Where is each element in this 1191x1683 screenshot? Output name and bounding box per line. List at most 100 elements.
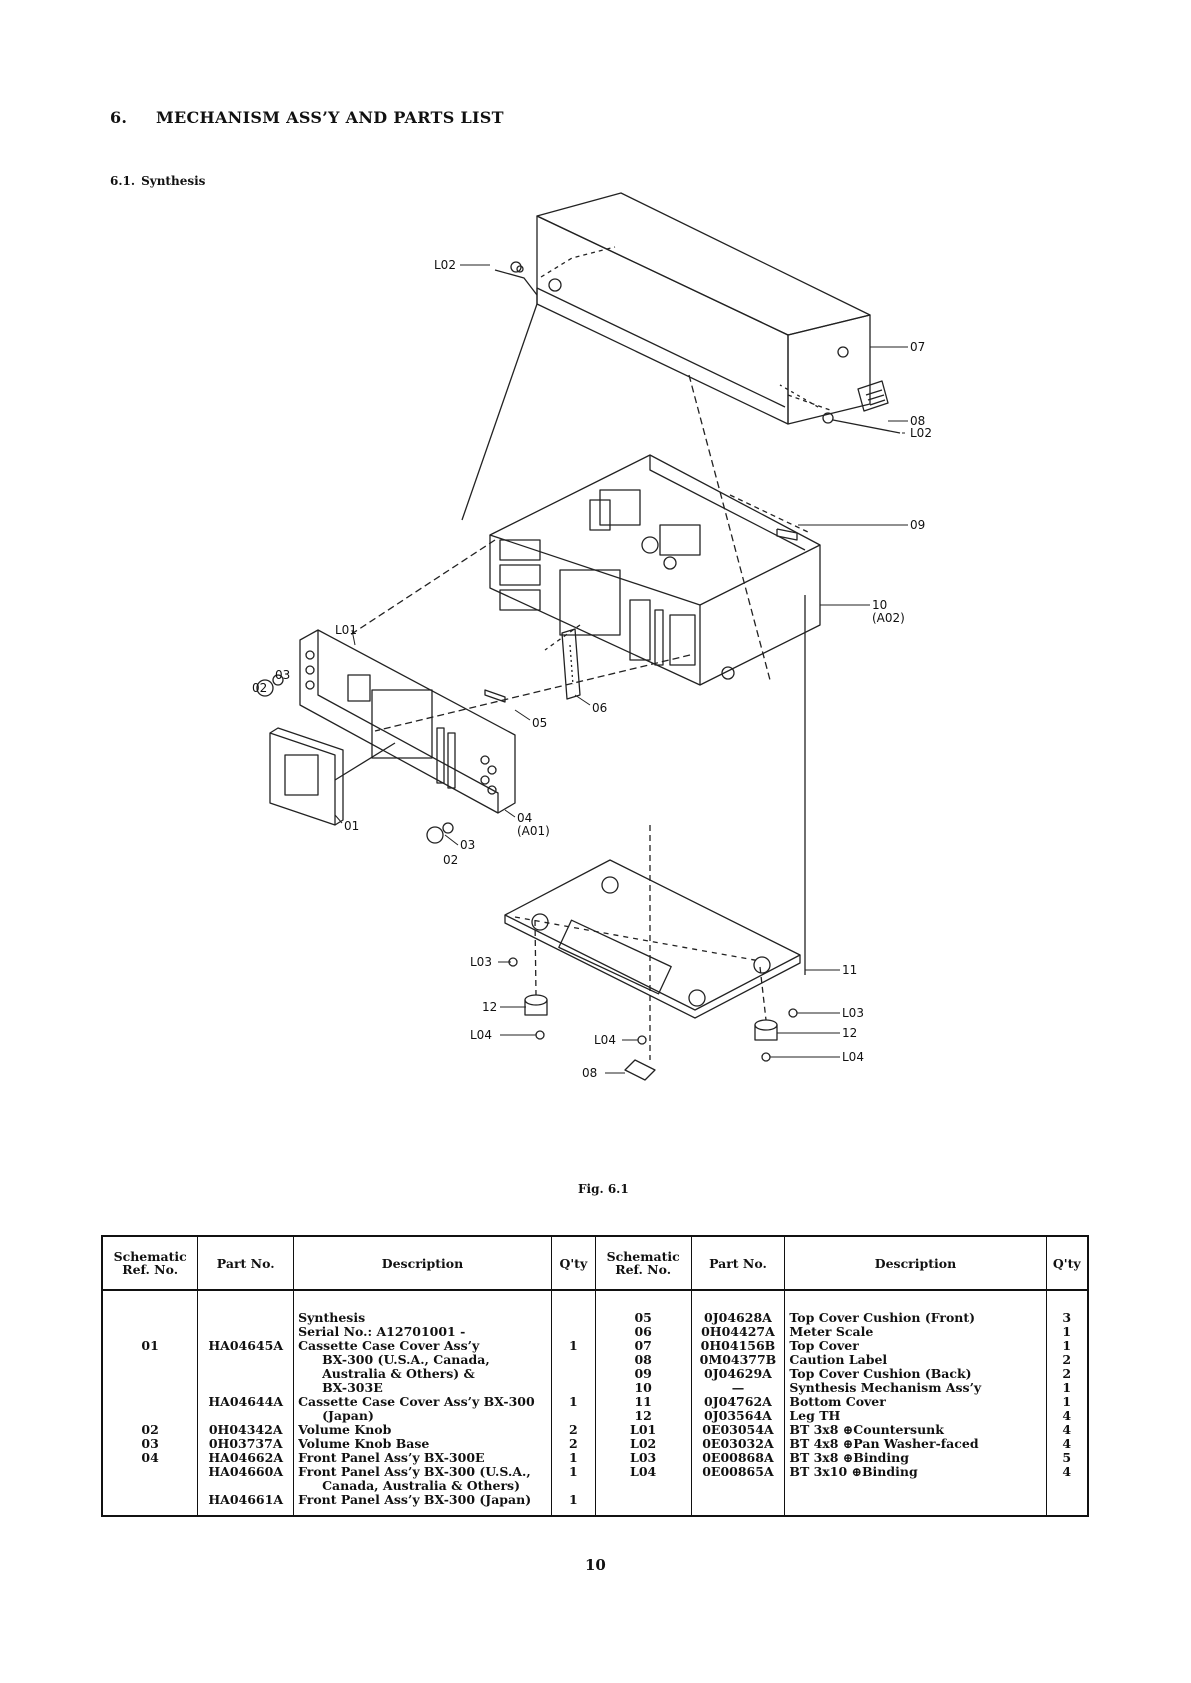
section-heading: 6.MECHANISM ASS’Y AND PARTS LIST [110,108,504,127]
col-qty-left-cell [556,1479,591,1493]
label-02-left: 02 [252,681,267,695]
col-ref-right-cell: L01 [630,1422,657,1437]
col-desc-left-cell: Front Panel Ass’y BX-300 (Japan) [298,1492,532,1507]
col-desc-right-cell: BT 3x10 ⊕Binding [789,1464,918,1479]
label-04: 04 [517,811,532,825]
col-qty-right-cell: 1 [1062,1324,1072,1339]
label-l04-right: L04 [842,1050,864,1064]
label-10: 10 [872,598,887,612]
label-08-top: 08 [910,414,925,428]
col-ref-left-cell [107,1353,193,1367]
col-part-right-cell: 0J03564A [704,1408,772,1423]
col-desc-right-cell: Top Cover Cushion (Back) [789,1366,972,1381]
col-desc-left-cell: BX-303E [322,1380,383,1395]
col-part-left-cell [202,1409,289,1423]
header-part-left: Part No. [197,1235,295,1291]
col-part-right-cell: 0H04427A [701,1324,775,1339]
col-part-right-cell: 0E03054A [702,1422,774,1437]
col-part-left-cell [202,1353,289,1367]
label-12-left: 12 [482,1000,497,1014]
label-03-bottom: 03 [460,838,475,852]
col-qty-right-cell: 4 [1062,1408,1072,1423]
col-qty-left-cell: 1 [568,1450,578,1465]
col-ref-right-cell: 10 [634,1380,652,1395]
col-ref-left-cell [107,1325,193,1339]
meter-scale-drawing [561,628,581,700]
col-desc-right-cell: Meter Scale [789,1324,874,1339]
col-ref-left-cell: 01 [141,1338,159,1353]
cassette-cover-drawing [269,727,344,826]
col-ref-left-cell [107,1395,193,1409]
col-qty-right-cell: 3 [1062,1310,1072,1325]
col-qty-left-cell [556,1311,591,1325]
header-qty-right: Q'ty [1045,1235,1089,1291]
subsection-title: Synthesis [141,174,206,188]
parts-table: Schematic Ref. No. Part No. Description … [101,1235,1089,1517]
col-ref-right-cell: 12 [634,1408,652,1423]
col-desc-right-cell: Synthesis Mechanism Ass’y [789,1380,982,1395]
label-a02: (A02) [872,611,905,625]
col-ref-right-cell: 05 [634,1310,652,1325]
col-desc-right-cell: BT 3x8 ⊕Countersunk [789,1422,944,1437]
col-ref-left-cell [107,1409,193,1423]
legs-drawing [508,957,798,1081]
col-desc-right-cell: Caution Label [789,1352,888,1367]
col-qty-right-cell: 2 [1062,1352,1072,1367]
col-part-left-cell: 0H04342A [208,1422,283,1437]
header-ref-left: Schematic Ref. No. [101,1235,199,1291]
col-ref-left-cell: 04 [141,1450,159,1465]
caution-label-drawing [857,380,889,412]
col-desc-left-cell: Canada, Australia & Others) [322,1478,520,1493]
col-ref-left-cell: 02 [141,1422,159,1437]
col-ref-left-cell [107,1311,193,1325]
label-08-bottom: 08 [582,1066,597,1080]
col-ref-left-cell [107,1493,193,1507]
col-qty-left-cell: 1 [568,1394,578,1409]
col-part-right-cell: 0J04629A [704,1366,772,1381]
col-desc-left-cell: Serial No.: A12701001 - [298,1324,466,1339]
col-ref-right-cell: 08 [634,1352,652,1367]
col-part-right-cell: 0H04156B [700,1338,776,1353]
col-qty-left-cell [556,1353,591,1367]
subsection-number: 6.1. [110,174,136,188]
col-part-left-cell [202,1325,289,1339]
col-part-right-cell: 0M04377B [699,1352,777,1367]
col-ref-left-cell [107,1381,193,1395]
col-qty-left-cell [556,1409,591,1423]
section-title: MECHANISM ASS’Y AND PARTS LIST [156,108,504,127]
col-part-right-cell: — [731,1380,745,1395]
col-desc-right-cell: BT 3x8 ⊕Binding [789,1450,910,1465]
label-l04-left: L04 [470,1028,492,1042]
col-desc-left-cell: Australia & Others) & [322,1366,475,1381]
col-desc-left-cell: Volume Knob Base [298,1436,430,1451]
header-desc-left: Description [293,1235,552,1291]
top-cover-drawing [494,192,871,425]
page-number: 10 [585,1556,606,1574]
col-part-left-cell [202,1367,289,1381]
col-desc-left-cell: Cassette Case Cover Ass’y [298,1338,480,1353]
col-part-left-cell: 0H03737A [208,1436,283,1451]
label-03-left: 03 [275,668,290,682]
col-desc-right-cell: Bottom Cover [789,1394,886,1409]
exploded-view-diagram: L02 07 08 L02 09 10 (A02) L01 03 02 05 0… [252,192,932,1081]
chassis-drawing [489,454,821,686]
label-01: 01 [344,819,359,833]
figure-caption: Fig. 6.1 [578,1182,629,1196]
col-qty-left-cell [556,1367,591,1381]
col-desc-right-cell: BT 4x8 ⊕Pan Washer-faced [789,1436,979,1451]
col-part-left-cell: HA04662A [208,1450,284,1465]
col-ref-right-cell: L04 [630,1464,657,1479]
label-l04-center: L04 [594,1033,616,1047]
header-qty-left: Q'ty [550,1235,596,1291]
col-ref-left-cell [107,1465,193,1479]
col-qty-left-cell: 2 [568,1436,578,1451]
col-qty-right-cell: 1 [1062,1394,1072,1409]
col-ref-right-cell: 09 [634,1366,652,1381]
col-qty-right-cell: 1 [1062,1380,1072,1395]
